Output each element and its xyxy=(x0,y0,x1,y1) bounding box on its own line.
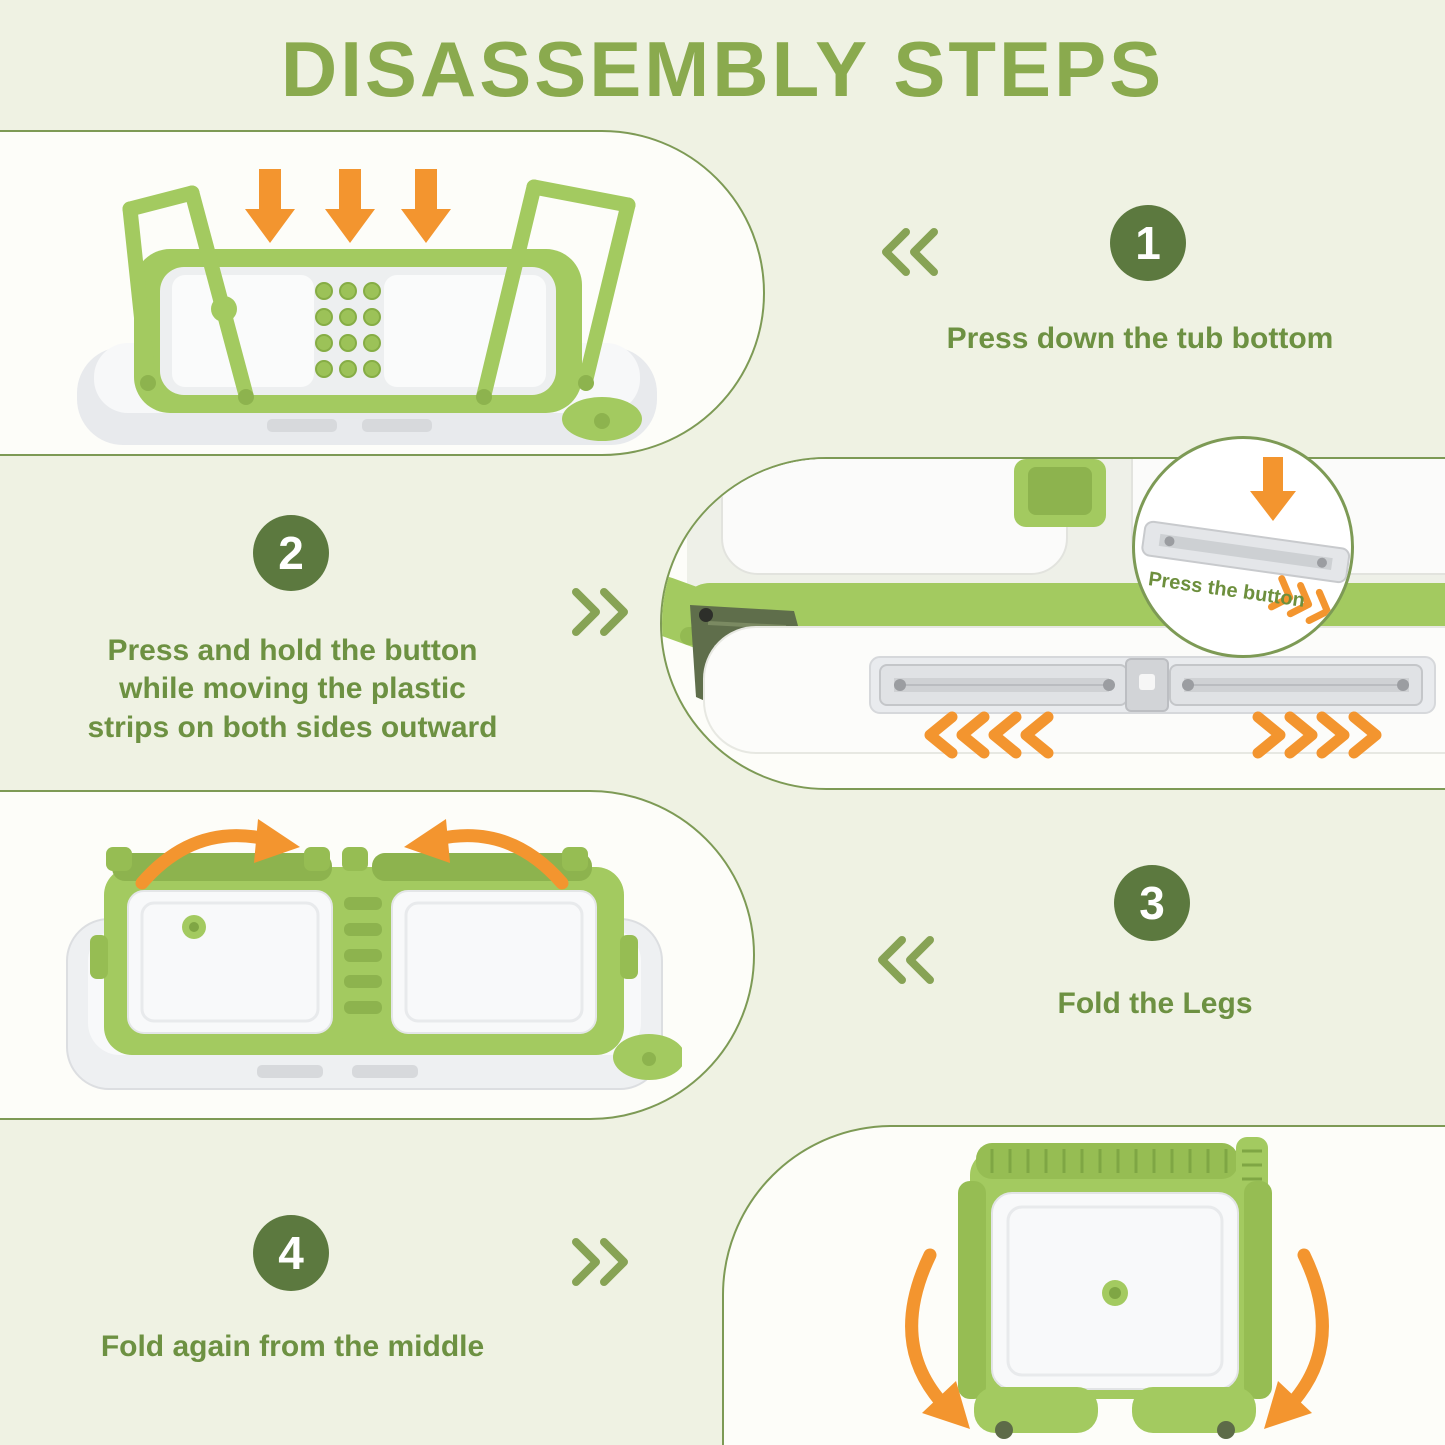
step4-caption: Fold again from the middle xyxy=(100,1330,485,1363)
fold-ribs xyxy=(315,282,381,378)
zoom-inset-circle: Press the button xyxy=(1132,436,1354,658)
folded-tub-standing xyxy=(958,1137,1272,1439)
step2-caption: Press and hold the button while moving t… xyxy=(20,632,565,747)
slide-direction-chevrons-icon xyxy=(924,711,1382,759)
step3-image-panel xyxy=(0,790,755,1120)
step1-number-badge: 1 xyxy=(1110,205,1186,281)
inset-rail xyxy=(1141,520,1351,584)
step4-image-panel xyxy=(722,1125,1445,1445)
press-arrow-icon xyxy=(1250,457,1296,521)
folded-tub xyxy=(90,847,638,1055)
double-chevron-right-icon xyxy=(572,1238,628,1286)
step1-product-illustration xyxy=(77,169,657,445)
step3-caption: Fold the Legs xyxy=(1057,987,1253,1020)
step4-number: 4 xyxy=(278,1227,304,1279)
step1-number: 1 xyxy=(1135,217,1161,269)
step2-number-badge: 2 xyxy=(253,515,329,591)
inset-zoom-art xyxy=(1141,457,1351,625)
step4-product-illustration xyxy=(905,1137,1329,1439)
step3-number: 3 xyxy=(1139,877,1165,929)
double-chevron-left-icon xyxy=(882,228,938,276)
step2-caption-line: Press and hold the button xyxy=(107,634,478,667)
step1-image-panel xyxy=(0,130,765,456)
inset-chevrons-icon xyxy=(1267,575,1331,625)
fold-arrows-icon xyxy=(905,1248,1329,1429)
step3-number-badge: 3 xyxy=(1114,865,1190,941)
page-title: DISASSEMBLY STEPS xyxy=(280,25,1165,113)
step3-product-illustration xyxy=(66,819,682,1090)
press-down-arrows-icon xyxy=(245,169,451,243)
step2-number: 2 xyxy=(278,527,304,579)
step2-caption-line: while moving the plastic xyxy=(119,672,466,706)
step1-caption: Press down the tub bottom xyxy=(946,322,1334,355)
step4-number-badge: 4 xyxy=(253,1215,329,1291)
step2-caption-line: strips on both sides outward xyxy=(87,710,498,744)
fold-arrows-icon xyxy=(135,819,569,890)
handle-hinges xyxy=(140,375,594,405)
handles xyxy=(122,179,636,403)
double-chevron-right-icon xyxy=(572,588,628,636)
double-chevron-left-icon xyxy=(878,936,934,984)
sliding-strips xyxy=(879,658,1423,712)
